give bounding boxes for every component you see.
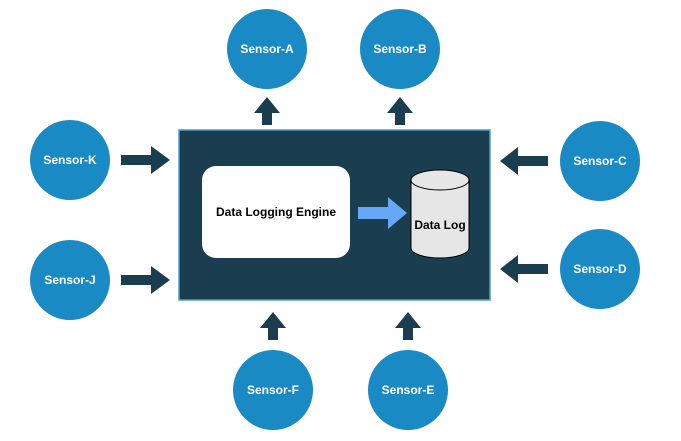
sensor-a-arrow — [254, 97, 280, 125]
engine-to-log-arrow — [358, 197, 407, 229]
sensor-e-arrow — [395, 312, 421, 340]
sensor-c-label: Sensor-C — [573, 154, 627, 168]
sensor-d-node[interactable] — [560, 229, 640, 309]
sensor-k-label: Sensor-K — [43, 153, 97, 167]
sensor-d-label: Sensor-D — [573, 262, 627, 276]
sensor-k-arrow — [121, 146, 170, 174]
sensor-j-label: Sensor-J — [44, 273, 95, 287]
sensor-b-arrow — [387, 97, 413, 125]
sensor-j-node[interactable] — [30, 240, 110, 320]
sensor-c-arrow — [500, 147, 548, 175]
data-logging-engine-box[interactable] — [202, 166, 350, 258]
data-log-cylinder[interactable] — [410, 169, 470, 259]
sensor-b-label: Sensor-B — [373, 42, 427, 56]
sensor-j-arrow — [121, 266, 170, 294]
sensor-a-node[interactable] — [227, 9, 307, 89]
sensor-k-node[interactable] — [30, 120, 110, 200]
sensor-f-label: Sensor-F — [247, 383, 299, 397]
data-log-label: Data Log — [414, 218, 465, 232]
data-logging-engine-label: Data Logging Engine — [216, 205, 336, 219]
sensor-d-arrow — [500, 255, 548, 283]
cylinder-top — [410, 169, 470, 191]
sensor-e-node[interactable] — [368, 350, 448, 430]
sensor-f-node[interactable] — [233, 350, 313, 430]
sensor-c-node[interactable] — [560, 121, 640, 201]
sensor-b-node[interactable] — [360, 9, 440, 89]
sensor-e-label: Sensor-E — [382, 383, 435, 397]
sensor-f-arrow — [260, 312, 286, 340]
cylinder-body — [410, 180, 470, 259]
sensor-a-label: Sensor-A — [240, 42, 294, 56]
